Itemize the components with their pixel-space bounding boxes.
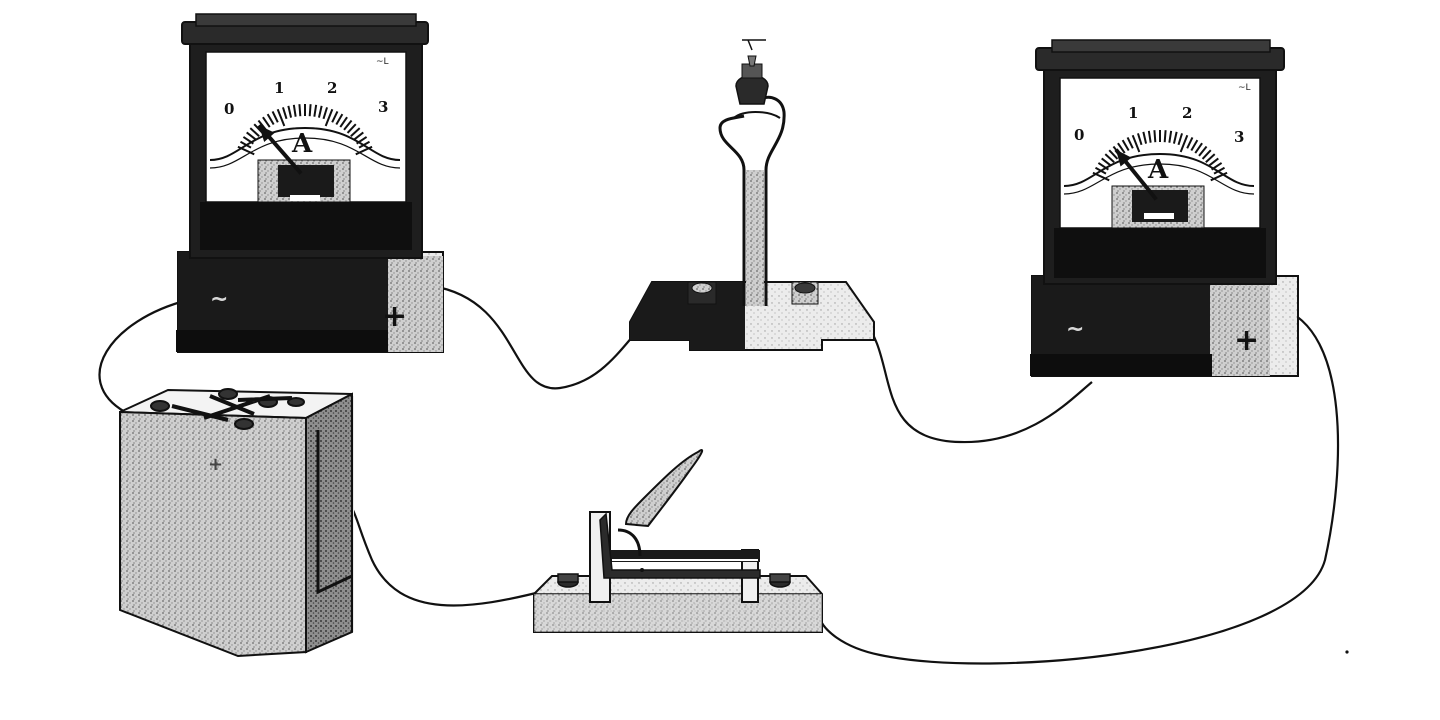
wire-left-ammeter-to-bulb — [431, 284, 641, 390]
ammeter-right-tick — [1211, 162, 1223, 171]
ammeter-right-terminal-plus: + — [1234, 323, 1259, 358]
speck — [1345, 650, 1349, 654]
ammeter-right-tick — [1117, 142, 1126, 154]
ammeter-right-scale-label-0: 0 — [1074, 126, 1084, 144]
ammeter-left-tick — [343, 119, 353, 131]
ammeter-left-tick — [242, 136, 254, 145]
ammeter-left-tick — [287, 105, 293, 118]
ammeter-right-tick — [1163, 130, 1167, 143]
ammeter-left-tick — [356, 136, 368, 145]
ammeter-left-tick — [324, 108, 334, 127]
ammeter-left-tick — [246, 131, 257, 141]
ammeter-right-tick — [1126, 137, 1134, 149]
ammeter-left-scale-label-3: 3 — [378, 98, 388, 116]
ammeter-right-tick — [1097, 162, 1109, 171]
ammeter-right-tick — [1186, 137, 1194, 149]
ammeter-left-scale-label-2: 2 — [327, 79, 337, 97]
ammeter-left-terminal-minus: ~ — [210, 287, 228, 312]
ammeter-right-tick — [1213, 166, 1226, 175]
ammeter-right-tick — [1094, 166, 1107, 175]
bulb-holder — [629, 39, 875, 351]
ammeter-left-tick — [276, 108, 286, 127]
ammeter-left-needle-tip — [258, 125, 275, 142]
battery-side — [305, 392, 353, 654]
ammeter-left-tick — [313, 104, 318, 117]
ammeter-right-scale-label-2: 2 — [1182, 104, 1192, 122]
svg-text:~L: ~L — [376, 57, 389, 67]
ammeter-left-tick — [346, 123, 357, 134]
ammeter-right-scale-label-1: 1 — [1128, 104, 1138, 122]
ammeter-right-tick — [1179, 134, 1189, 153]
ammeter-left-scale-ticks — [237, 104, 373, 156]
ammeter-left-tick — [239, 140, 252, 149]
ammeter-right-tick — [1104, 153, 1115, 163]
ammeter-left-tick — [331, 111, 339, 123]
ammeter-right-tick — [1108, 149, 1119, 160]
ammeter-right-tick — [1147, 130, 1152, 143]
ammeter-left-tick — [339, 116, 348, 128]
light-bulb — [735, 39, 769, 105]
ammeter-right-tick — [1136, 133, 1143, 146]
ammeter-right-tick — [1177, 133, 1184, 146]
ammeter-right-needle — [1114, 148, 1158, 201]
ammeter-right-tick — [1101, 157, 1112, 167]
ammeter-right-tick — [1198, 145, 1208, 157]
ammeter-right-tick — [1172, 131, 1178, 144]
ammeter-left-tick — [350, 127, 361, 137]
ammeter-left-tick — [281, 107, 288, 120]
wire-bulb-to-right-ammeter — [861, 317, 1093, 444]
ammeter-left-tick — [249, 127, 260, 137]
svg-text:~L: ~L — [1238, 83, 1251, 93]
ammeter-right-tick — [1190, 139, 1199, 151]
battery: + — [119, 388, 354, 658]
ammeter-left-tick — [353, 131, 364, 141]
ammeter-right-needle-tip — [1115, 149, 1132, 167]
ammeter-left-tick — [262, 116, 271, 128]
ammeter-left-tick — [237, 145, 255, 156]
ammeter-left: ~L 0 1 2 3 A ~ + — [176, 13, 444, 353]
ammeter-right-terminal-minus: ~ — [1066, 317, 1084, 342]
ammeter-left-terminal-plus: + — [382, 299, 407, 334]
ammeter-right-tick — [1201, 149, 1212, 160]
ammeter-left-tick — [308, 104, 312, 117]
ammeter-right-tick — [1205, 153, 1216, 163]
knife-switch-handle — [624, 449, 704, 528]
battery-terminal-plus: + — [208, 454, 223, 475]
wires — [98, 284, 1340, 665]
ammeter-right-unit-letter: A — [1147, 155, 1169, 185]
ammeter-left-tick — [317, 105, 323, 118]
ammeter-right-tick — [1210, 171, 1228, 182]
ammeter-right-tick — [1194, 142, 1203, 154]
wire-switch-to-battery — [351, 507, 549, 607]
ammeter-left-scale-label-0: 0 — [224, 100, 234, 118]
knife-switch-blade — [599, 512, 761, 579]
ammeter-right-tick — [1121, 139, 1130, 151]
battery-terminals — [150, 388, 305, 430]
battery-front — [119, 410, 307, 658]
ammeter-left-tick — [335, 113, 344, 125]
ammeter-right-tick — [1142, 131, 1148, 144]
ammeter-right-tick — [1208, 157, 1219, 167]
ammeter-right-scale-ticks — [1092, 130, 1228, 182]
ammeter-left-tick — [266, 113, 275, 125]
ammeter-right-tick — [1131, 134, 1141, 153]
ammeter-left-tick — [358, 140, 371, 149]
ammeter-right-tick — [1092, 171, 1110, 182]
ammeter-left-tick — [322, 107, 329, 120]
ammeter-right-tick — [1153, 130, 1157, 143]
wire-right-ammeter-to-switch — [816, 306, 1340, 665]
ammeter-right: ~L 0 1 2 3 A ~ + — [1030, 39, 1299, 377]
ammeter-left-scale-label-1: 1 — [274, 79, 284, 97]
ammeter-left-tick — [292, 104, 297, 117]
ammeter-right-scale-label-3: 3 — [1234, 128, 1244, 146]
wire-battery-to-left-ammeter — [98, 298, 189, 413]
ammeter-left-tick — [271, 111, 279, 123]
ammeter-left-needle — [257, 123, 303, 175]
ammeter-left-tick — [298, 104, 302, 117]
knife-switch — [533, 449, 823, 633]
ammeter-right-tick — [1168, 130, 1173, 143]
ammeter-left-unit-letter: A — [291, 129, 313, 159]
ammeter-left-tick — [355, 145, 373, 156]
